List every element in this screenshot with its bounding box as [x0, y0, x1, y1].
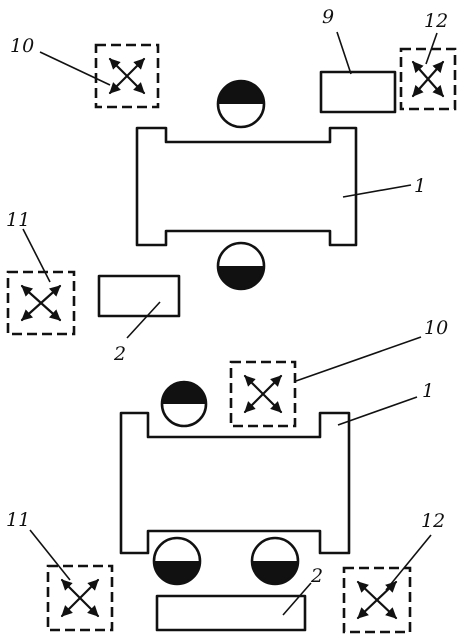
label-10-top: 10 [10, 35, 34, 57]
leader-12-top [425, 32, 438, 65]
rectangle-9 [319, 70, 397, 114]
label-12-top: 12 [424, 10, 448, 32]
dashed-square-12-top [399, 47, 457, 111]
main-body-1-bottom [119, 411, 351, 555]
dashed-square-11-bottom [46, 564, 114, 632]
label-2-top: 2 [113, 343, 126, 365]
label-2-bottom: 2 [310, 565, 323, 587]
leader-10-bottom [295, 336, 422, 382]
dashed-square-10-bottom [229, 360, 297, 428]
leader-9 [336, 31, 352, 75]
rectangle-2-top [97, 274, 181, 318]
dashed-square-10-top [94, 43, 160, 109]
rectangle-2-bottom [155, 594, 307, 632]
label-1-top: 1 [414, 175, 426, 197]
label-11-top: 11 [6, 209, 30, 231]
label-9: 9 [322, 6, 334, 28]
dashed-square-12-bottom [342, 566, 412, 634]
dashed-square-11-top [6, 270, 76, 336]
label-10-bottom: 10 [424, 317, 448, 339]
leader-11-top [22, 228, 51, 283]
half-circle-top-upper [216, 79, 266, 129]
leader-1-bottom [337, 396, 418, 426]
half-circle-bottom-right [250, 536, 300, 586]
main-body-1-top [135, 126, 358, 247]
leader-10-top [39, 51, 111, 86]
label-11-bottom: 11 [6, 509, 30, 531]
leader-2-bottom [282, 582, 312, 616]
label-1-bottom: 1 [422, 380, 434, 402]
leader-11-bottom [29, 529, 71, 581]
leader-2-top [126, 301, 161, 339]
leader-1-top [342, 184, 412, 198]
half-circle-bottom-left [152, 536, 202, 586]
label-12-bottom: 12 [421, 510, 445, 532]
half-circle-bottom-upper [160, 380, 208, 428]
top-arrangement: 10 9 12 1 11 2 [6, 6, 457, 365]
bottom-arrangement: 10 1 11 12 2 [6, 317, 448, 634]
half-circle-top-lower [216, 241, 266, 291]
leader-12-bottom [385, 534, 432, 591]
